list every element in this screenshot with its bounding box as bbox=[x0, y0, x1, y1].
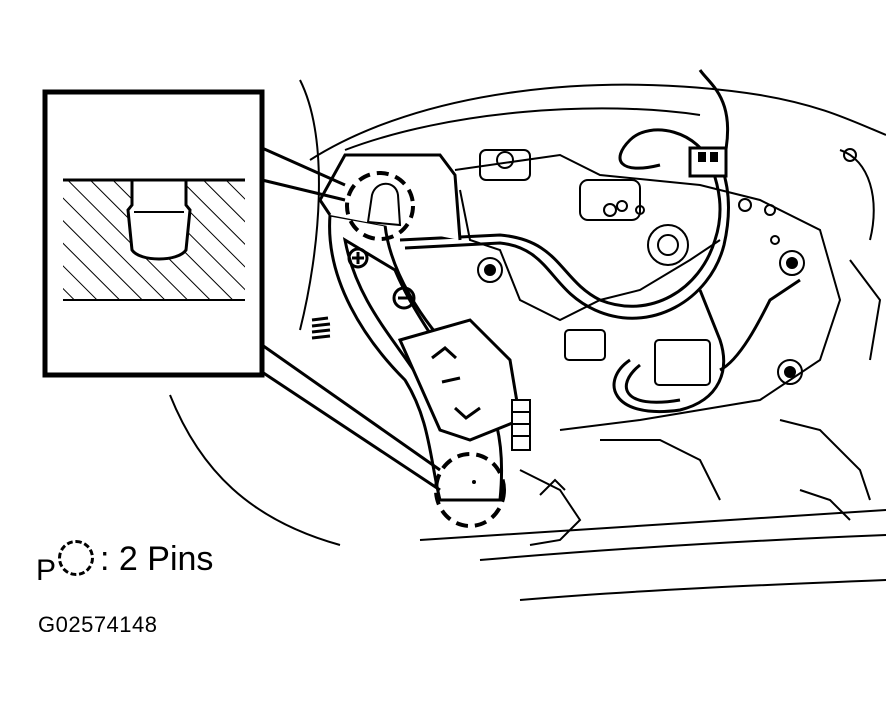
wire-harness bbox=[399, 69, 801, 413]
detail-inset bbox=[42, 89, 265, 378]
lower-bracket-detail bbox=[519, 469, 851, 546]
mounting-bolts bbox=[477, 148, 857, 385]
pin-cross-section bbox=[126, 178, 192, 261]
steering-switch-body bbox=[318, 153, 522, 502]
callout-leaders bbox=[261, 146, 441, 492]
switch-buttons bbox=[311, 247, 481, 420]
up-arrow-icon bbox=[431, 346, 458, 360]
down-arrow-icon bbox=[453, 406, 481, 420]
plus-button-icon bbox=[347, 247, 369, 269]
legend-text: : 2 Pins bbox=[100, 539, 214, 578]
upper-pin-shape bbox=[366, 182, 402, 227]
pin-locations bbox=[345, 171, 506, 528]
figure-id: G02574148 bbox=[38, 612, 158, 637]
steering-wheel-outline bbox=[169, 79, 886, 601]
legend-letter: P bbox=[36, 554, 57, 587]
minus-button-icon bbox=[392, 286, 416, 310]
lower-pin-dashed-circle bbox=[434, 452, 506, 528]
upper-pin-dashed-circle bbox=[345, 171, 415, 241]
dashed-circle-icon bbox=[58, 540, 95, 576]
pin-legend: P : 2 Pins bbox=[36, 532, 213, 592]
connector-block bbox=[688, 146, 728, 178]
switch-connector bbox=[511, 399, 531, 451]
